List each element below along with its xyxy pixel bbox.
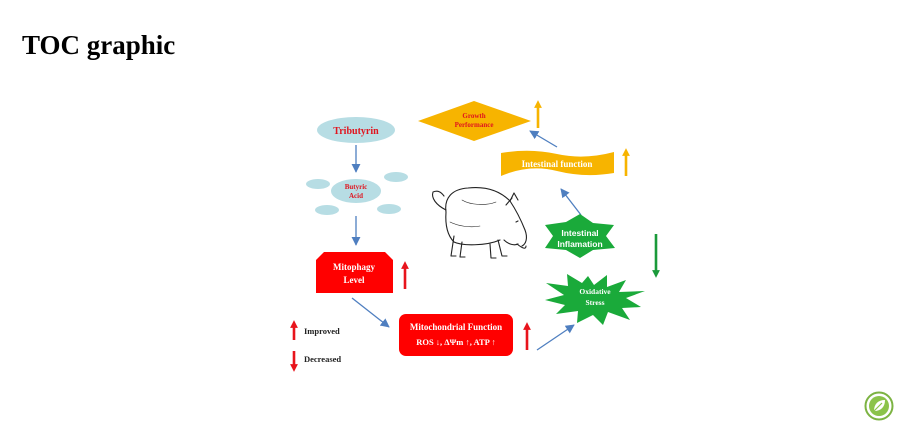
node-oxidative-stress: Oxidative Stress [545, 274, 645, 325]
mitophagy-label-line2: Level [344, 275, 365, 285]
legend-improved-label: Improved [304, 326, 340, 336]
butyric-bubble [384, 172, 408, 182]
pig-illustration [432, 187, 527, 259]
mitochondrial-label-line2: ROS ↓, ΔΨm ↑, ATP ↑ [416, 337, 496, 347]
node-intestinal-function: Intestinal function [501, 150, 614, 176]
arrow-mitochondria-to-oxidative [536, 324, 575, 351]
arrow-mitophagy-to-mitochondria [351, 297, 390, 328]
inflammation-label-line1: Intestinal [561, 228, 598, 238]
page-title: TOC graphic [22, 30, 176, 60]
butyric-bubble [306, 179, 330, 189]
node-mitophagy-level: Mitophagy Level [316, 252, 393, 293]
growth-label-line1: Growth [462, 112, 485, 120]
node-intestinal-inflammation: Intestinal Inflamation [545, 214, 615, 258]
mitophagy-label-line1: Mitophagy [333, 262, 376, 272]
inflammation-label-line2: Inflamation [557, 239, 602, 249]
legend: Improved Decreased [290, 320, 341, 372]
butyric-bubble [377, 204, 401, 214]
oxidative-label-line1: Oxidative [579, 287, 611, 296]
node-mitochondrial-function: Mitochondrial Function ROS ↓, ΔΨm ↑, ATP… [399, 314, 513, 356]
tributyrin-label: Tributyrin [333, 126, 379, 137]
arrow-intestinal-to-growth [529, 130, 558, 148]
intestinal-function-label: Intestinal function [522, 159, 593, 169]
butyric-label-line1: Butyric [345, 183, 368, 191]
mitochondrial-label-line1: Mitochondrial Function [410, 322, 502, 332]
node-tributyrin: Tributyrin [317, 117, 395, 143]
legend-decreased-label: Decreased [304, 354, 341, 364]
arrow-inflammation-to-intestinal [560, 188, 582, 216]
butyric-bubble [315, 205, 339, 215]
growth-label-line2: Performance [455, 121, 494, 129]
oxidative-label-line2: Stress [585, 298, 604, 307]
butyric-label-line2: Acid [349, 192, 363, 200]
leaf-logo-icon [864, 391, 894, 421]
node-butyric-acid: Butyric Acid [306, 172, 408, 215]
node-growth-performance: Growth Performance [418, 101, 531, 141]
